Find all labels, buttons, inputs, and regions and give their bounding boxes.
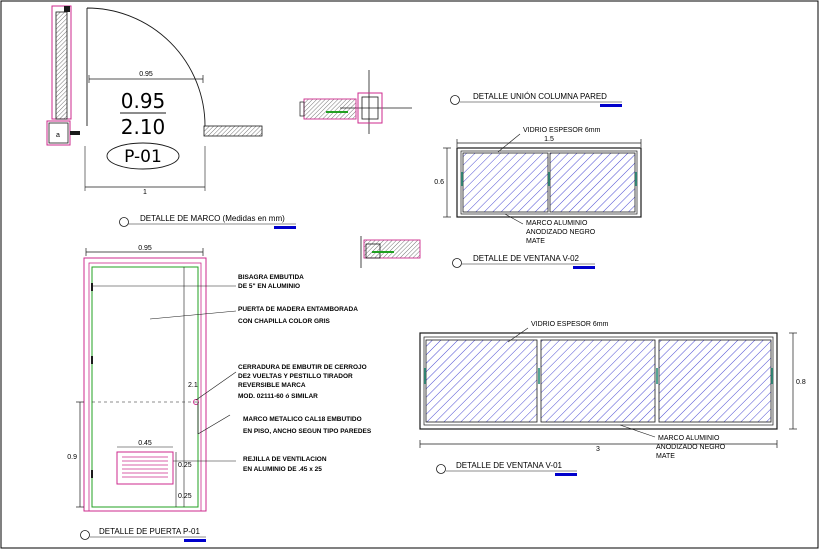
v01-pane-center — [540, 339, 656, 423]
v01-glass-note: VIDRIO ESPESOR 6mm — [531, 321, 609, 328]
v01-frame-outer — [419, 332, 778, 430]
grille-width-dim: 0.45 — [138, 440, 152, 447]
frame-top-block — [64, 6, 70, 12]
door-size-bottom: 2.10 — [121, 115, 166, 139]
column-detail-title: DETALLE UNIÓN COLUMNA PARED — [473, 92, 607, 101]
door-detail-title: DETALLE DE PUERTA P-01 — [99, 527, 200, 536]
door-width-dim: 0.95 — [138, 245, 152, 252]
door-swing-arc — [86, 7, 206, 127]
v02-pane-right — [549, 152, 636, 213]
v02-frame-note-2: ANODIZADO NEGRO — [526, 229, 596, 236]
door-leaf — [91, 266, 199, 508]
column-section — [357, 92, 383, 124]
wall-section-right — [203, 125, 263, 137]
frame-width-dim: 0.95 — [139, 71, 153, 78]
v02-width-dim: 1.5 — [544, 136, 554, 143]
v01-width-dim: 3 — [596, 446, 600, 453]
frame-detail: a 0.95 0.95 2.10 P-01 1 DETALLE DE MARCO… — [46, 5, 296, 229]
note-frame-1: MARCO METALICO CAL18 EMBUTIDO — [243, 416, 362, 423]
column-joint-detail: DETALLE UNIÓN COLUMNA PARED — [299, 70, 622, 134]
v02-glass-note: VIDRIO ESPESOR 6mm — [523, 127, 601, 134]
hinge-plate — [70, 131, 80, 135]
frame-jamb-hatch — [55, 11, 68, 120]
v02-frame-note-1: MARCO ALUMINIO — [526, 220, 588, 227]
v01-frame-note-2: ANODIZADO NEGRO — [656, 444, 726, 451]
note-door-2: CON CHAPILLA COLOR GRIS — [238, 318, 331, 325]
note-hinge-2: DE 5" EN ALUMINIO — [238, 283, 300, 290]
v02-frame-note-3: MATE — [526, 238, 545, 245]
window-v01-detail: VIDRIO ESPESOR 6mm 0.8 3 MARCO ALUMINIO … — [419, 321, 806, 476]
title-bubble — [119, 217, 129, 227]
v01-title: DETALLE DE VENTANA V-01 — [456, 461, 563, 470]
door-handle — [193, 399, 199, 405]
hinge-mark-label: a — [56, 132, 60, 139]
v01-height-dim: 0.8 — [796, 379, 806, 386]
v02-height-dim: 0.6 — [434, 179, 444, 186]
title-underline — [274, 226, 296, 229]
note-lock-1: CERRADURA DE EMBUTIR DE CERROJO — [238, 364, 367, 371]
door-tag-ellipse — [106, 142, 180, 170]
note-lock-4: MOD. 02111-60 ó SIMILAR — [238, 393, 318, 400]
note-grille-1: REJILLA DE VENTILACION — [243, 456, 327, 463]
door-height-dim: 2.1 — [188, 382, 198, 389]
note-hinge-1: BISAGRA EMBUTIDA — [238, 274, 304, 281]
handle-height-dim: 0.9 — [67, 454, 77, 461]
ventilation-grille — [116, 451, 174, 485]
note-frame-2: EN PISO, ANCHO SEGUN TIPO PAREDES — [243, 428, 372, 435]
frame-detail-title: DETALLE DE MARCO (Medidas en mm) — [140, 214, 285, 223]
v02-title: DETALLE DE VENTANA V-02 — [473, 254, 580, 263]
v02-frame-outer — [456, 147, 642, 218]
v02-pane-left — [462, 152, 549, 213]
grille-base-dim: 0.25 — [178, 493, 192, 500]
grille-height-dim: 0.25 — [178, 462, 192, 469]
v01-pane-right — [658, 339, 772, 423]
door-tag: P-01 — [124, 147, 162, 167]
note-grille-2: EN ALUMINIO DE .45 x 25 — [243, 466, 322, 473]
note-lock-2: DE2 VUELTAS Y PESTILLO TIRADOR — [238, 373, 353, 380]
window-v02-detail: VIDRIO ESPESOR 6mm 1.5 0.6 MARCO ALUMINI… — [434, 127, 642, 269]
v01-frame-note-3: MATE — [656, 453, 675, 460]
v01-frame-note-1: MARCO ALUMINIO — [658, 435, 720, 442]
door-p01-detail: 0.95 2.1 0.9 0.45 0.25 0.25 BISAGRA EMBU… — [67, 245, 372, 542]
small-joint-detail — [360, 236, 421, 268]
note-lock-3: REVERSIBLE MARCA — [238, 382, 306, 389]
wall-section — [303, 98, 357, 120]
note-door-1: PUERTA DE MADERA ENTAMBORADA — [238, 306, 358, 313]
v01-pane-left — [425, 339, 538, 423]
frame-bottom-dim: 1 — [143, 189, 147, 196]
door-size-top: 0.95 — [121, 89, 166, 113]
